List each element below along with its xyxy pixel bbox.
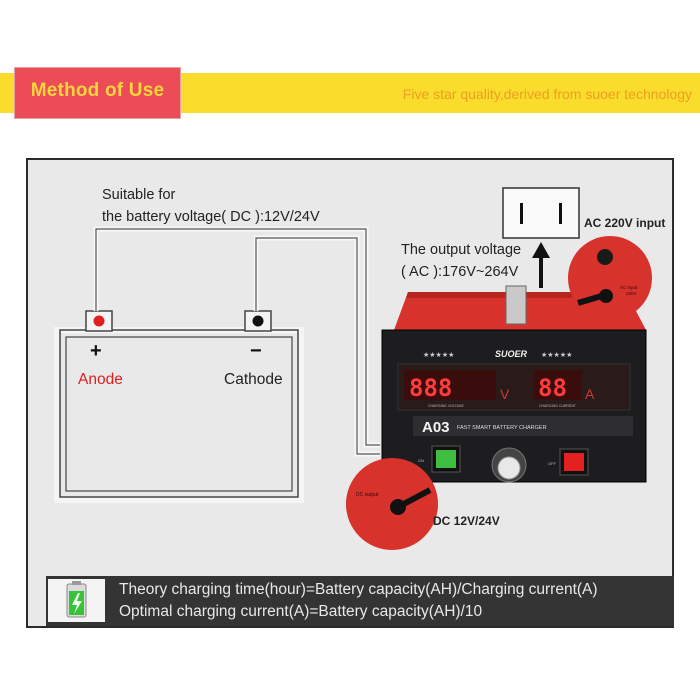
dc-inset-cable-gland [390, 499, 406, 515]
battery-outline [59, 329, 299, 498]
ac-inset-text2: 220V [626, 291, 637, 296]
anode-wire-line [95, 228, 380, 446]
amp-caption: CHARGING CURRENT [539, 404, 577, 408]
battery-inner [65, 336, 293, 492]
ac-inset-cable-gland [599, 289, 613, 303]
formula-line2: Optimal charging current(A)=Battery capa… [119, 603, 483, 620]
ac-input-label: AC 220V input [584, 216, 666, 230]
banner-title: Method of Use [30, 80, 165, 101]
ac-socket [502, 187, 580, 239]
formula-bar: Theory charging time(hour)=Battery capac… [46, 576, 674, 626]
amp-display [534, 370, 582, 400]
switch-left-label: ON [418, 458, 424, 463]
charger-brand: SUOER [495, 349, 528, 359]
volt-unit: V [500, 386, 510, 402]
power-switch-right [564, 453, 584, 471]
volt-display [404, 370, 496, 400]
ac-arrow-head [532, 242, 550, 258]
switch-right-label: OFF [548, 461, 557, 466]
amp-unit: A [585, 386, 595, 402]
cathode-terminal-dot [252, 315, 264, 327]
output-voltage-line2: ( AC ):176V~264V [401, 264, 519, 280]
suitable-label-line1: Suitable for [102, 187, 176, 203]
anode-terminal-dot [93, 315, 105, 327]
ac-socket-pin-right [559, 203, 562, 224]
ac-inset-fuse [597, 249, 613, 265]
stars-right: ★★★★★ [541, 351, 572, 359]
header-banner: Method of Use Five star quality,derived … [0, 68, 700, 118]
power-switch-left [436, 450, 456, 468]
formula-line1: Theory charging time(hour)=Battery capac… [119, 581, 598, 598]
dc-output-label: DC 12V/24V [433, 514, 500, 528]
adjust-knob [497, 456, 521, 480]
ac-inset-circle [568, 236, 652, 320]
stars-left: ★★★★★ [423, 351, 454, 359]
charger-model: A03 [422, 419, 450, 436]
cathode-wire-line [255, 237, 380, 455]
cathode-sign: − [250, 340, 262, 362]
banner-title-box: Method of Use [15, 68, 180, 118]
volt-display-digits: 888 [409, 374, 452, 402]
dc-inset-text: DC output [356, 492, 379, 498]
volt-caption: CHARGING VOLTAGE [428, 404, 465, 408]
battery-charging-icon [48, 579, 105, 622]
ac-inset-text: AC input [620, 285, 638, 290]
anode-label: Anode [78, 371, 123, 388]
ac-socket-pin-left [520, 203, 523, 224]
charger-handle [505, 285, 527, 325]
anode-sign: + [90, 340, 102, 362]
cathode-label: Cathode [224, 371, 283, 388]
cathode-wire [253, 235, 380, 457]
banner-subtitle: Five star quality,derived from suoer tec… [402, 86, 692, 102]
charger-subtitle: FAST SMART BATTERY CHARGER [457, 425, 547, 431]
amp-display-digits: 88 [538, 374, 567, 402]
suitable-label-line2: the battery voltage( DC ):12V/24V [102, 209, 320, 225]
model-plate [413, 416, 633, 436]
output-voltage-line1: The output voltage [401, 242, 522, 258]
